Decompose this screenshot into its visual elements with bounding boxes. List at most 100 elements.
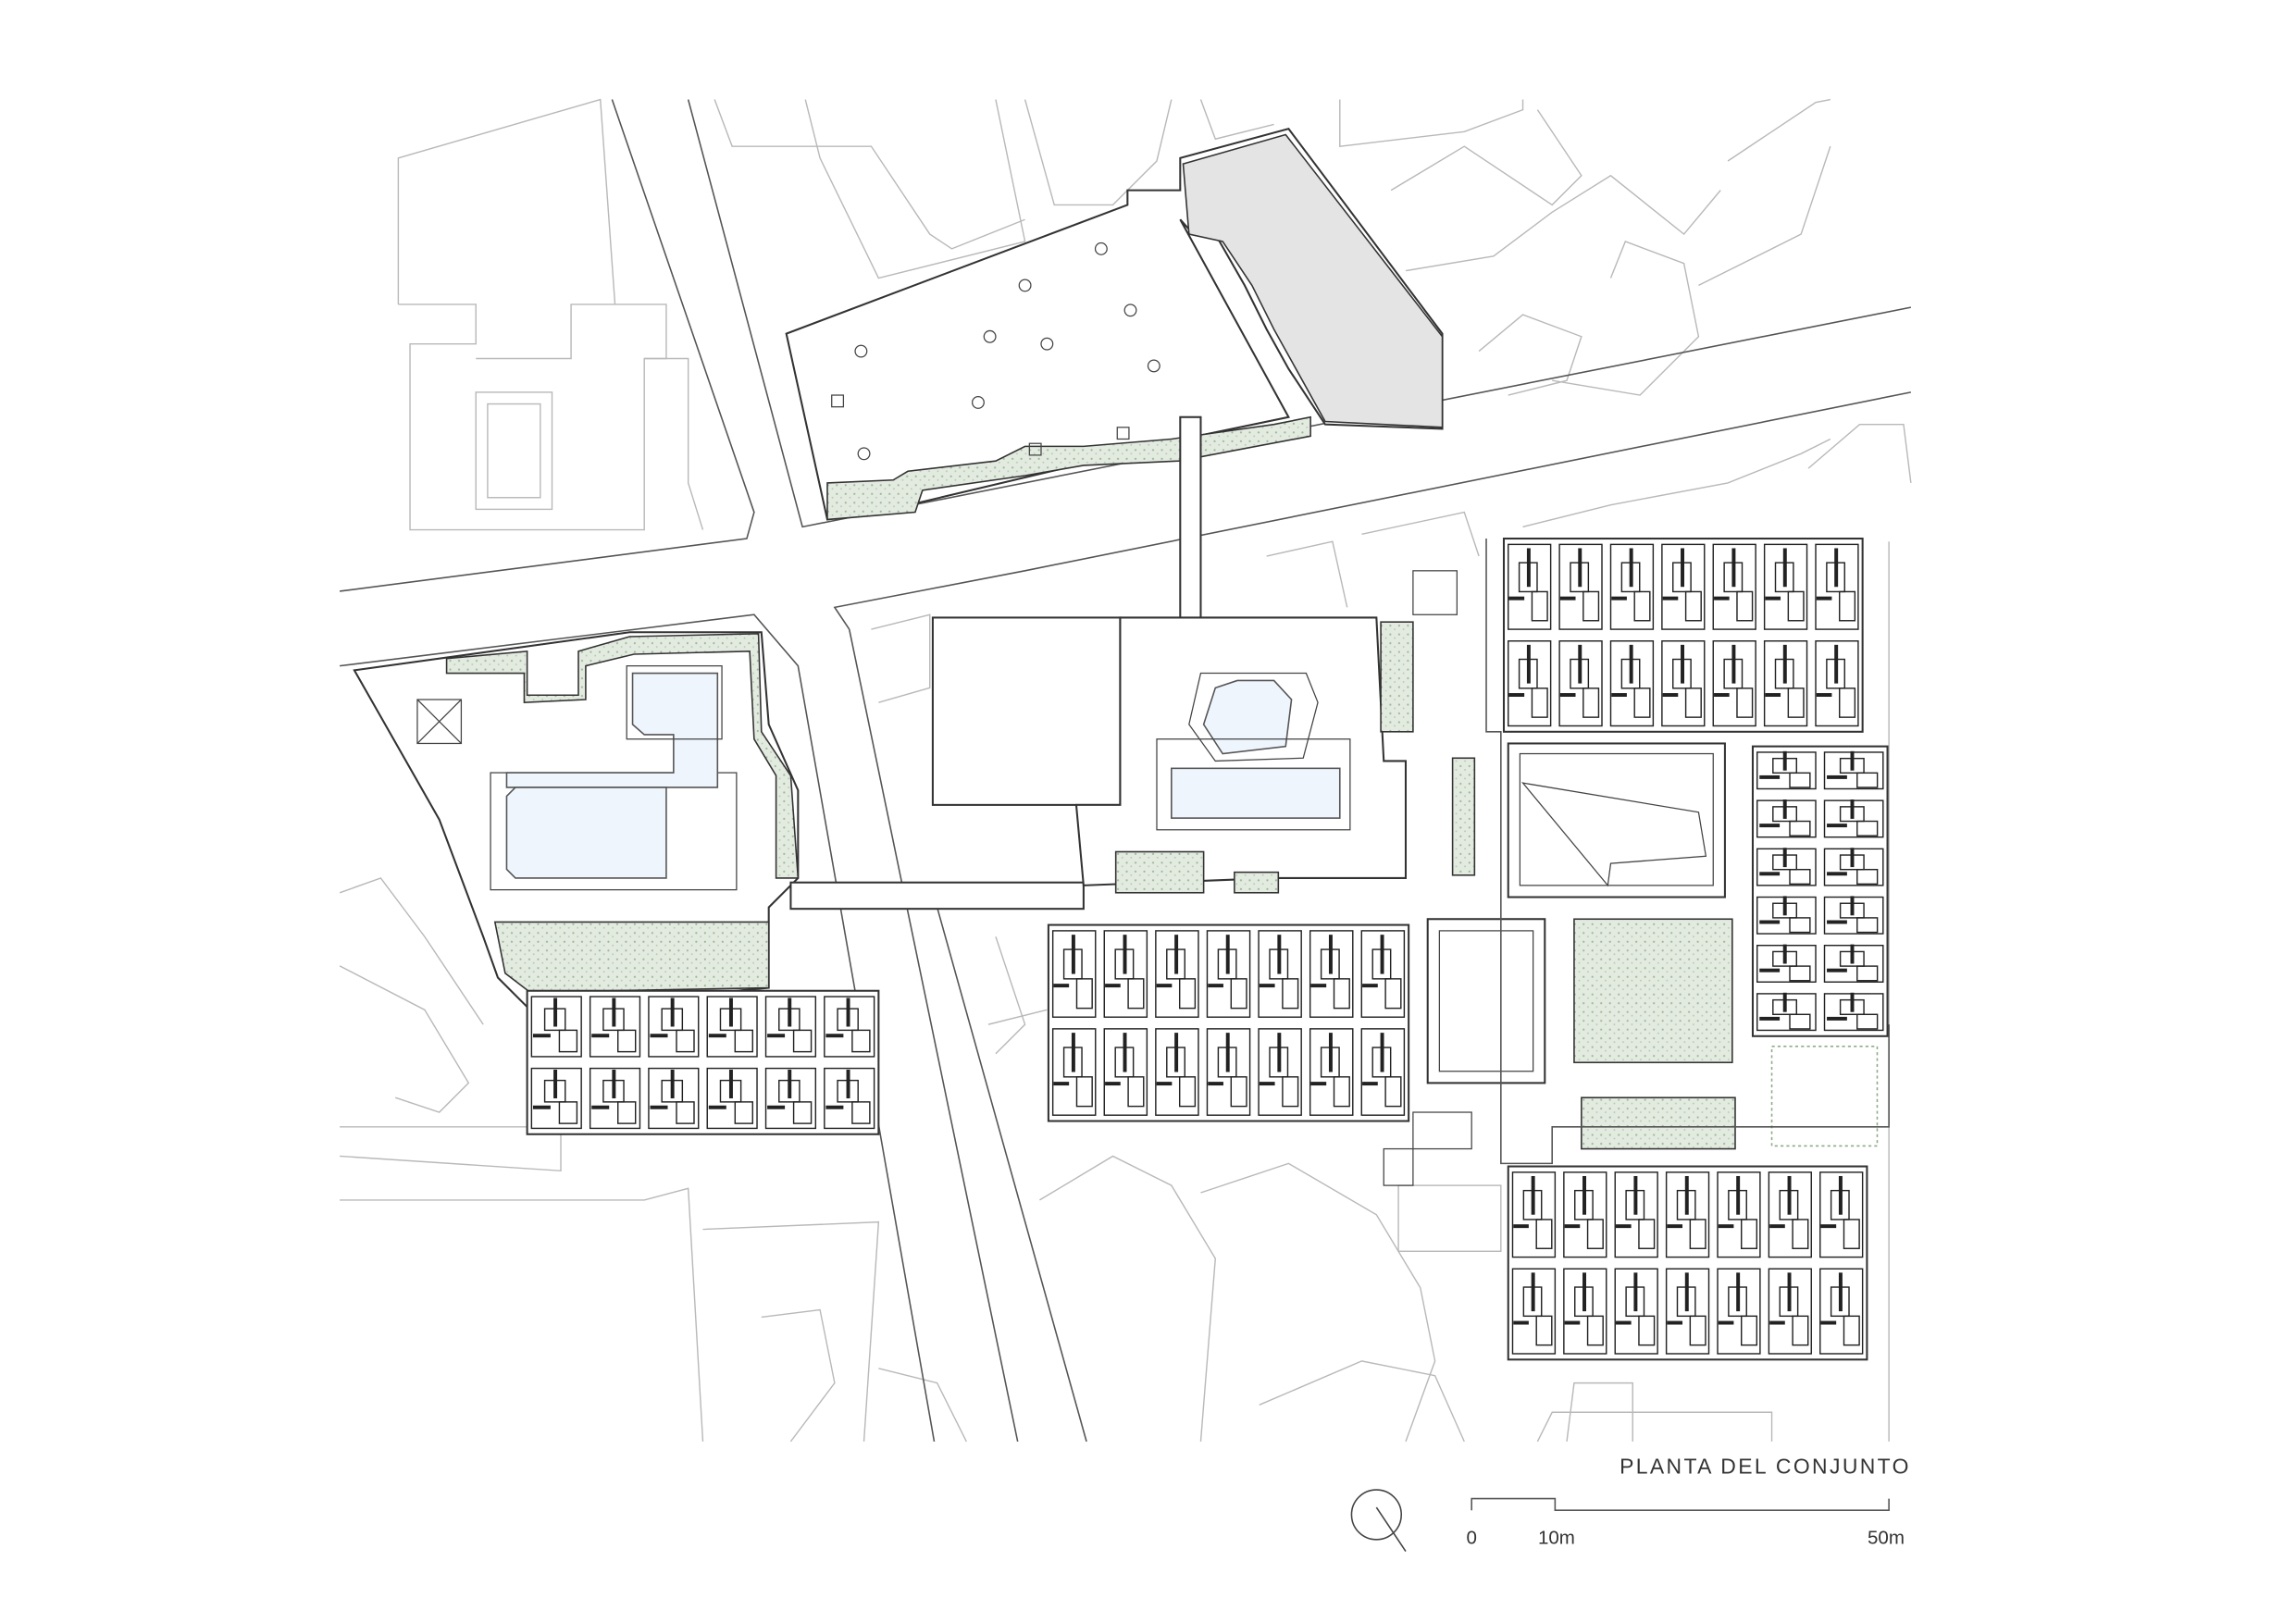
- wall: [1827, 824, 1847, 828]
- wall: [1071, 935, 1075, 974]
- compass-icon: [1350, 1489, 1407, 1552]
- wall: [1667, 1320, 1683, 1325]
- room: [851, 1029, 871, 1053]
- wall: [1578, 644, 1582, 684]
- apartment: [1258, 1028, 1302, 1116]
- apartment: [1511, 1171, 1557, 1258]
- apartment: [1206, 930, 1251, 1018]
- wall: [650, 1105, 668, 1109]
- room: [1843, 1219, 1860, 1249]
- footbridge: [1179, 415, 1202, 638]
- wall: [1827, 872, 1847, 876]
- apartment: [589, 1067, 641, 1130]
- apartment: [1609, 543, 1655, 630]
- room: [1787, 590, 1805, 622]
- room: [1586, 1315, 1604, 1346]
- room: [617, 1101, 637, 1124]
- wall: [612, 1069, 616, 1098]
- wall: [1736, 1175, 1741, 1215]
- apartment: [1763, 543, 1808, 630]
- apartment: [1763, 640, 1808, 727]
- wall: [1629, 644, 1633, 684]
- wall: [1633, 1272, 1638, 1312]
- apartment: [1768, 1268, 1812, 1355]
- wall: [1787, 1272, 1792, 1312]
- wall: [1277, 1033, 1282, 1072]
- room: [1689, 1315, 1706, 1346]
- room: [1633, 688, 1651, 718]
- room: [1075, 978, 1093, 1010]
- scale-bar: 0 10m 50m: [1466, 1497, 1905, 1549]
- wall: [650, 1034, 668, 1038]
- pool: [1202, 679, 1293, 755]
- apartment: [530, 996, 582, 1058]
- pool: [1171, 767, 1341, 819]
- wall: [1850, 896, 1855, 916]
- room: [1638, 1219, 1656, 1249]
- apartment: [1819, 1171, 1864, 1258]
- room: [1582, 590, 1600, 622]
- wall: [1782, 848, 1787, 868]
- room: [1333, 978, 1350, 1010]
- room: [1230, 978, 1247, 1010]
- stairs: [1383, 570, 1472, 1186]
- wall: [1718, 1320, 1734, 1325]
- room: [1689, 1219, 1706, 1249]
- wall: [1662, 693, 1679, 698]
- room: [1856, 1013, 1879, 1030]
- wall: [1616, 1224, 1632, 1229]
- room: [1684, 590, 1702, 622]
- apartment: [1051, 1028, 1097, 1116]
- room: [792, 1029, 813, 1053]
- apartment: [1665, 1171, 1710, 1258]
- wall: [1559, 596, 1576, 601]
- room: [1586, 1219, 1604, 1249]
- wall: [1827, 1016, 1847, 1021]
- wall: [1208, 984, 1223, 988]
- wall: [532, 1034, 551, 1038]
- apartment: [1614, 1171, 1658, 1258]
- apartment: [1661, 640, 1706, 727]
- wall: [1759, 1016, 1781, 1021]
- apartment: [1508, 640, 1552, 727]
- wall: [1769, 1224, 1785, 1229]
- apartment: [1563, 1268, 1607, 1355]
- wall: [1759, 920, 1781, 924]
- wall: [532, 1105, 551, 1109]
- drawing-title: PLANTA DEL CONJUNTO: [1620, 1455, 1911, 1479]
- wall: [670, 1069, 675, 1098]
- room: [1531, 688, 1548, 718]
- columns: [831, 242, 1160, 461]
- apartment: [1609, 640, 1655, 727]
- wall: [767, 1034, 786, 1038]
- wall: [670, 997, 675, 1027]
- wall: [1174, 935, 1179, 974]
- wall: [1820, 1224, 1837, 1229]
- wall: [1526, 548, 1531, 588]
- room: [1684, 688, 1702, 718]
- room: [1638, 1315, 1656, 1346]
- room: [1789, 772, 1811, 788]
- room: [734, 1029, 753, 1053]
- wall: [1362, 1082, 1378, 1086]
- room: [1127, 978, 1145, 1010]
- wall: [591, 1034, 610, 1038]
- room: [1856, 772, 1879, 788]
- wall: [1582, 1175, 1586, 1215]
- room: [1787, 688, 1805, 718]
- wall: [1827, 968, 1847, 973]
- room: [1839, 590, 1856, 622]
- room: [1792, 1219, 1809, 1249]
- housing-block: [1047, 923, 1410, 1122]
- apartment: [1309, 1028, 1354, 1116]
- room: [1384, 978, 1402, 1010]
- wall: [553, 1069, 558, 1098]
- apartment: [1712, 543, 1756, 630]
- wall: [1123, 935, 1127, 974]
- apartment: [1155, 1028, 1199, 1116]
- apartment: [1103, 1028, 1148, 1116]
- wall: [728, 1069, 733, 1098]
- room: [1282, 978, 1299, 1010]
- wall: [1225, 1033, 1230, 1072]
